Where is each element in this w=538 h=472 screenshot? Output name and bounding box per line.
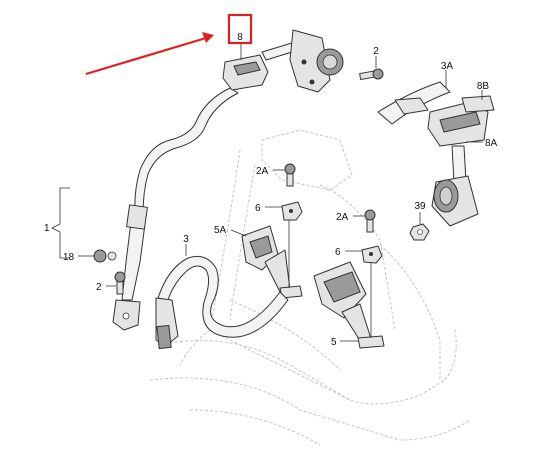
callout-5a: 5A xyxy=(214,225,227,236)
cover-cap xyxy=(461,95,495,113)
highlight-box xyxy=(227,13,253,45)
buckle-5 xyxy=(313,261,385,349)
bolt-2a-right xyxy=(364,209,376,233)
guide-loop-slot xyxy=(233,61,261,76)
rear-belt-guide xyxy=(394,97,429,115)
callout-18: 18 xyxy=(63,252,75,263)
bolt-2a-left xyxy=(284,163,296,187)
lap-belt-tongue-plate xyxy=(156,324,172,350)
callout-8a: 8A xyxy=(485,138,498,149)
callout-5: 5 xyxy=(331,337,337,348)
callout-3a: 3A xyxy=(441,61,454,72)
top-bracket xyxy=(261,29,344,93)
washer xyxy=(93,249,117,263)
callout-8b: 8B xyxy=(477,81,490,92)
callout-3: 3 xyxy=(183,234,189,245)
front-belt-tongue xyxy=(126,204,148,230)
buckle-5a xyxy=(241,225,303,299)
bolt-bottom xyxy=(114,271,126,295)
seat-outline xyxy=(149,129,471,446)
callout-2-top: 2 xyxy=(373,46,379,57)
highlight-marker xyxy=(85,13,253,76)
callout-1: 1 xyxy=(44,223,50,234)
highlight-arrow-shaft xyxy=(85,36,207,76)
callout-8: 8 xyxy=(237,32,243,43)
retractor-lower xyxy=(431,175,479,227)
callout-2a-right: 2A xyxy=(336,212,349,223)
callout-labels: 8 2 3A 8B 8A 2A 6 5A 3 1 18 2 2A 6 39 5 xyxy=(44,32,498,348)
highlight-arrow-head xyxy=(202,32,214,43)
callout-2-bottom: 2 xyxy=(96,282,102,293)
callout-39: 39 xyxy=(414,201,426,212)
anchor-hole xyxy=(122,312,130,320)
retractor-slot xyxy=(439,111,481,133)
lap-belt xyxy=(157,255,289,338)
bracket-1 xyxy=(51,187,70,259)
nut xyxy=(409,223,430,241)
leader-lines xyxy=(78,44,483,342)
front-belt-lower xyxy=(121,221,146,301)
callout-2a-left: 2A xyxy=(256,166,269,177)
front-belt xyxy=(134,87,239,215)
callout-6-right: 6 xyxy=(335,247,341,258)
bolt-top xyxy=(359,68,384,81)
callout-6-left: 6 xyxy=(255,203,261,214)
